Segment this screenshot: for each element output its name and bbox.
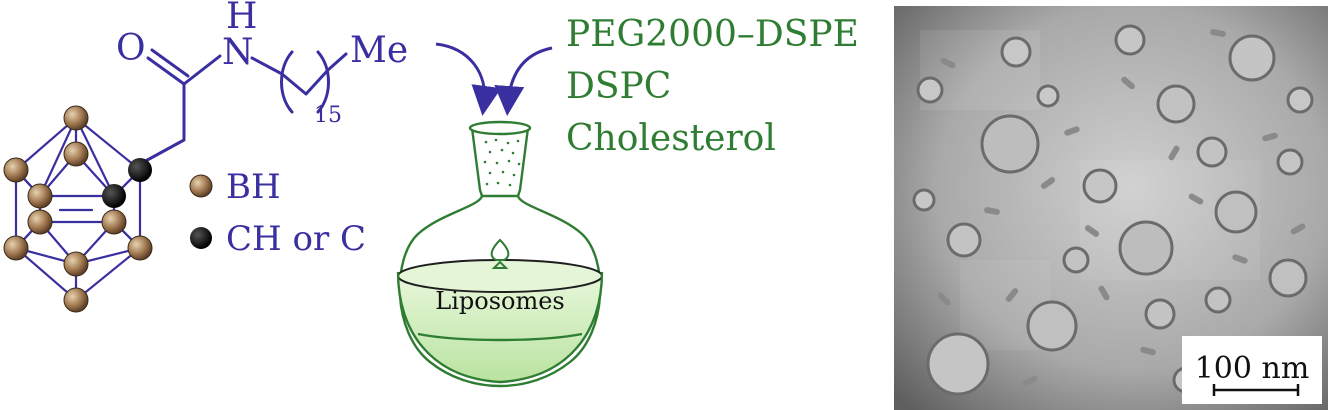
liposome-suspension xyxy=(398,272,602,382)
repeat-bracket-left xyxy=(280,50,294,114)
lipids-to-flask-arrow xyxy=(494,46,553,116)
repeat-unit-bonds xyxy=(280,52,348,96)
lipid-dspc: DSPC xyxy=(566,66,671,107)
vesicle-drop-icon xyxy=(490,238,510,261)
carbonyl-double-bond xyxy=(146,48,190,86)
vesicle-particles xyxy=(912,24,1314,396)
bh-legend-swatch xyxy=(189,174,213,198)
lipid-cholesterol: Cholesterol xyxy=(566,118,776,159)
ch-legend-label: CH or C xyxy=(226,219,366,259)
disc-particles xyxy=(937,29,1306,387)
repeat-bracket-right xyxy=(316,50,330,114)
hydrogen-label: H xyxy=(226,0,257,37)
ch-atoms xyxy=(102,158,152,208)
oxygen-label: O xyxy=(116,28,146,69)
molecule-to-flask-arrow xyxy=(435,42,502,116)
atom-legend: BH CH or C xyxy=(189,167,366,259)
repeat-subscript: 15 xyxy=(314,103,342,128)
alpha-carbon-bond xyxy=(138,82,186,166)
nitrogen-label: N xyxy=(222,32,254,73)
bh-legend-label: BH xyxy=(226,167,281,207)
ch-legend-swatch xyxy=(190,227,212,249)
amide-bond xyxy=(182,54,222,86)
methyl-label: Me xyxy=(350,30,408,71)
alkyl-chain-bond xyxy=(250,56,284,76)
tem-micrograph: 100 nm xyxy=(894,6,1328,410)
lipid-peg: PEG2000–DSPE xyxy=(566,14,859,55)
scale-bar-label: 100 nm xyxy=(1195,351,1310,386)
flask-label: Liposomes xyxy=(435,287,564,315)
lipid-list: PEG2000–DSPE DSPC Cholesterol xyxy=(566,14,859,159)
neck-stipple xyxy=(483,138,521,187)
carborane-lipid-structure: O H N Me 15 xyxy=(3,0,408,313)
scale-bar xyxy=(1212,384,1300,396)
round-bottom-flask: Liposomes xyxy=(396,120,604,388)
bh-atoms xyxy=(3,105,153,313)
